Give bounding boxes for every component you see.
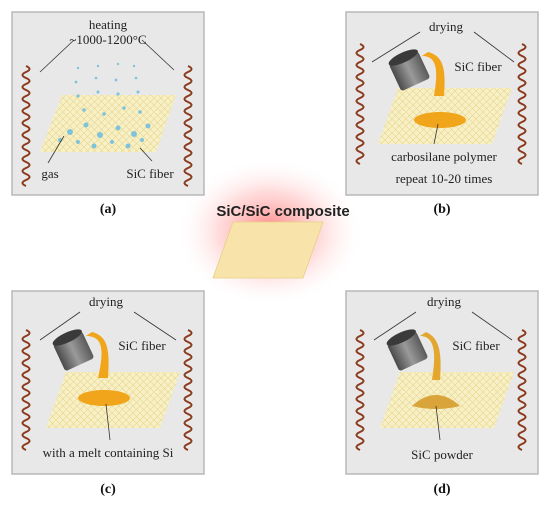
drying-label: drying [89,294,123,309]
gas-label: gas [41,166,58,181]
panel-c: drying SiC fiber with a melt containing … [11,290,205,497]
composite-plate [212,221,324,279]
fiber-label: SiC fiber [126,166,174,181]
fiber-label: SiC fiber [452,338,500,353]
material-label: SiC powder [411,447,473,462]
leader-left [371,31,421,63]
leader-right [133,311,177,341]
powder-stream [420,332,441,380]
gas-leader [47,135,65,164]
material-label: with a melt containing Si [43,445,174,460]
center-composite: SiC/SiC composite [175,157,365,307]
heating-temp-label: ~1000-1200°C [69,32,146,47]
panel-a: heating ~1000-1200°C gas SiC fiber (a) [11,11,205,217]
fiber-leader [139,147,153,162]
leader-right [473,31,515,63]
repeat-label: repeat 10-20 times [396,171,493,186]
material-label: carbosilane polymer [391,149,497,164]
material-leader [105,403,111,441]
polymer-puddle [414,112,466,128]
panel-b: drying SiC fiber carbosilane polymer rep… [345,11,539,217]
polymer-stream [422,52,445,96]
caption-d: (d) [433,482,450,497]
drying-label: drying [429,19,463,34]
fiber-mesh [40,95,176,152]
powder-pile [412,395,460,409]
heating-label: heating [89,17,128,32]
material-leader [433,123,439,145]
pouring-pot [52,329,94,371]
caption-b: (b) [433,202,450,217]
panel-d: drying SiC fiber SiC powder (d) [345,290,539,497]
leader-left [373,311,417,341]
leader-right [141,39,175,71]
center-title: SiC/SiC composite [216,203,349,220]
fiber-label: SiC fiber [454,59,502,74]
melt-puddle [78,390,130,406]
drying-label: drying [427,294,461,309]
leader-left [39,311,81,341]
caption-a: (a) [100,202,117,217]
melt-stream [86,332,109,378]
leader-left [39,39,75,73]
gas-bubbles [58,62,151,149]
caption-c: (c) [100,482,116,497]
material-leader [435,405,441,441]
pouring-pot [386,329,428,371]
pouring-pot [388,49,430,91]
leader-right [471,311,513,341]
fiber-label: SiC fiber [118,338,166,353]
